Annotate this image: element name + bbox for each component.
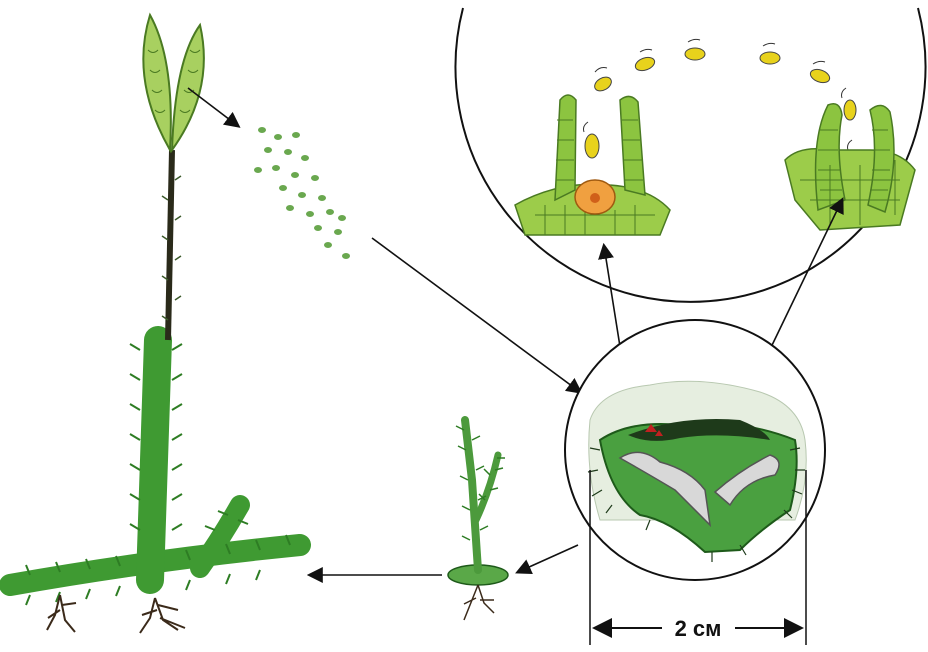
- arrow-spores-to-gametophyte: [372, 238, 580, 392]
- upright-stem: [150, 340, 158, 580]
- adult-roots: [47, 595, 185, 633]
- antheridium: [785, 104, 915, 230]
- scale-label: 2 см: [675, 616, 722, 641]
- strobilus-left: [143, 15, 171, 150]
- strobilus-right: [172, 25, 204, 150]
- archegonium: [515, 95, 670, 235]
- gametophyte-view: [565, 320, 825, 580]
- gametangia-magnified-view: [455, 8, 925, 302]
- peduncle: [168, 150, 172, 340]
- spores: [254, 127, 350, 259]
- arrow-gametophyte-to-young-sporophyte: [518, 545, 578, 572]
- young-sporophyte: [448, 420, 508, 620]
- adult-sporophyte: [10, 15, 300, 633]
- young-roots: [464, 585, 494, 620]
